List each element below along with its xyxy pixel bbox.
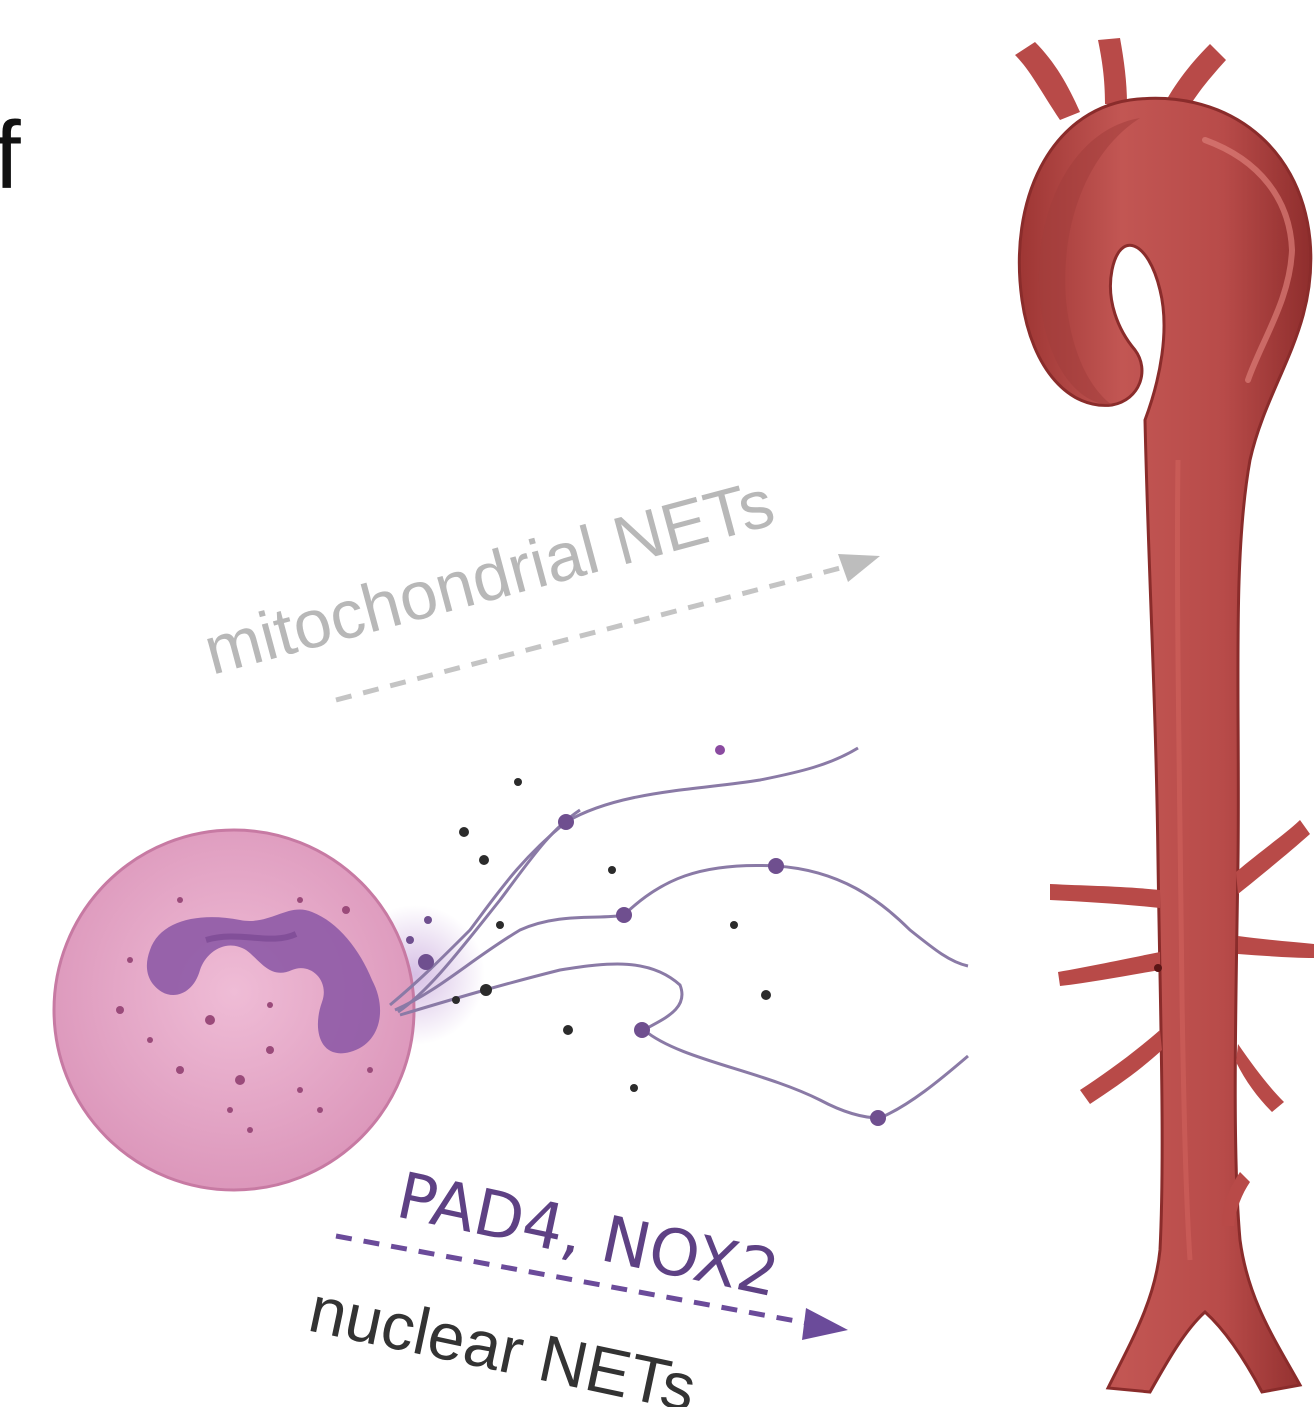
net-nodes bbox=[406, 745, 886, 1126]
net-strands bbox=[390, 748, 968, 1118]
aorta-branch-left-2 bbox=[1058, 952, 1160, 986]
aorta-branch-right-2 bbox=[1238, 936, 1314, 958]
aorta-branch-top-left bbox=[1015, 42, 1080, 120]
aorta-branch-right-1 bbox=[1236, 820, 1310, 894]
mitochondrial-nets-label: mitochondrial NETs bbox=[196, 464, 781, 689]
enzymes-label: PAD4, NOX2 bbox=[391, 1159, 786, 1312]
top-text-fragment: f bbox=[0, 102, 21, 209]
extracellular-dots bbox=[452, 778, 771, 1092]
aorta-branch-top-mid bbox=[1098, 38, 1127, 104]
aorta-branch-left-3 bbox=[1080, 1030, 1162, 1104]
aorta-branch-right-3 bbox=[1236, 1044, 1284, 1112]
aorta-spot bbox=[1154, 964, 1162, 972]
aorta bbox=[1015, 38, 1314, 1392]
aorta-branch-left-1 bbox=[1050, 884, 1160, 908]
